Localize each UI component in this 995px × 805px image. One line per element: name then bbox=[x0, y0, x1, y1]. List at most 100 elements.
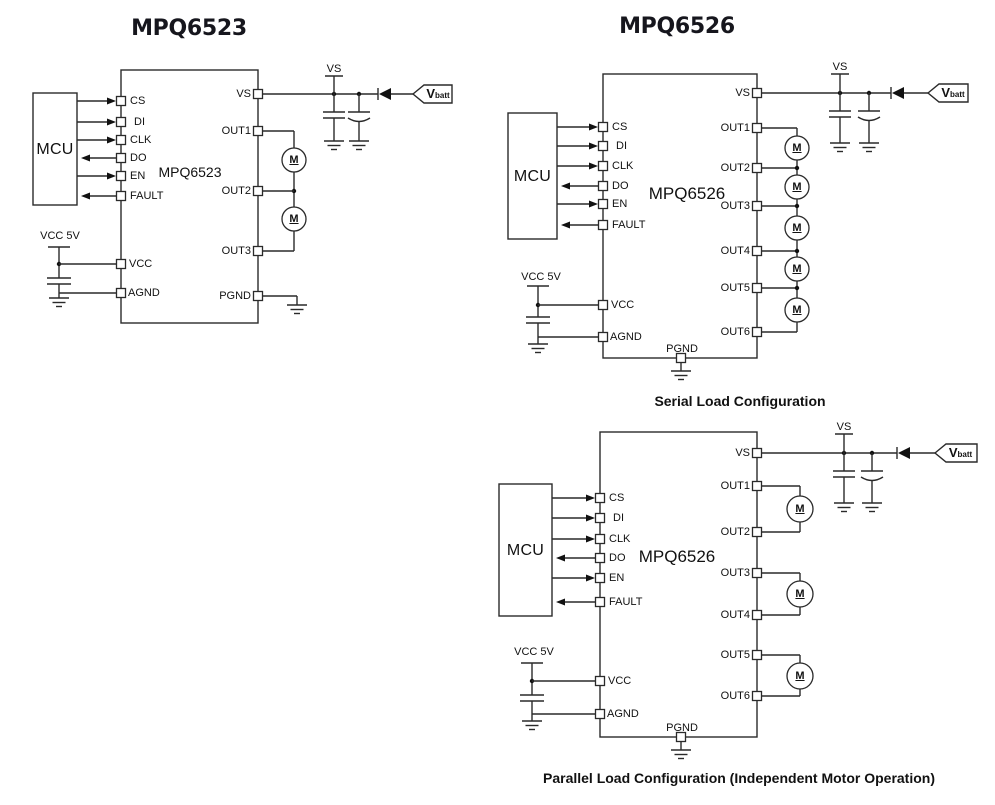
c3-pin-label-en: EN bbox=[609, 572, 625, 584]
c3-pin-label-out6: OUT6 bbox=[720, 690, 750, 702]
c3-pin-label-out5: OUT5 bbox=[720, 649, 750, 661]
c1-pin-label-pgnd: PGND bbox=[219, 290, 251, 302]
polarized-capacitor-icon bbox=[860, 453, 884, 503]
c3-motor-wiring bbox=[762, 485, 814, 697]
c1-pin-label-fault: FAULT bbox=[130, 190, 164, 202]
c3-signal-arrows bbox=[552, 494, 595, 606]
c3-motor1-label: M bbox=[795, 503, 805, 515]
capacitor-icon bbox=[47, 277, 71, 285]
c2-motor4-label: M bbox=[792, 263, 802, 275]
capacitor-icon bbox=[323, 94, 345, 141]
ground-icon bbox=[287, 304, 307, 315]
c2-pin-squares bbox=[597, 87, 763, 364]
c3-mcu-box bbox=[498, 483, 553, 617]
c3-mcu-label: MCU bbox=[506, 542, 545, 559]
c2-pin-label-out4: OUT4 bbox=[720, 245, 750, 257]
c2-vs-rail-label: VS bbox=[832, 61, 848, 73]
c2-pin-label-out3: OUT3 bbox=[720, 200, 750, 212]
vbatt-main: V bbox=[941, 85, 950, 100]
c3-pgnd-wiring bbox=[671, 741, 691, 760]
junction-dot bbox=[794, 203, 800, 209]
vbatt-main: V bbox=[948, 445, 958, 460]
ground-icon bbox=[671, 749, 691, 760]
ground-icon bbox=[349, 140, 369, 151]
c2-ic-outline bbox=[602, 73, 758, 359]
c2-pin-label-vcc: VCC bbox=[611, 299, 635, 311]
c2-vcc-rail-label: VCC 5V bbox=[521, 271, 561, 283]
c2-motor2-label: M bbox=[792, 181, 802, 193]
c3-vs-rail-label: VS bbox=[836, 421, 852, 433]
ground-icon bbox=[324, 140, 344, 151]
c3-vcc-rail bbox=[520, 662, 595, 731]
ground-icon bbox=[862, 502, 882, 513]
c3-pin-label-vcc: VCC bbox=[608, 675, 632, 687]
c1-pin-label-vs: VS bbox=[236, 88, 251, 100]
c2-vs-rail bbox=[762, 73, 969, 153]
c3-pin-label-do: DO bbox=[609, 552, 626, 564]
c2-motor-wiring bbox=[762, 127, 810, 333]
c1-mcu-label: MCU bbox=[36, 141, 74, 158]
ground-icon bbox=[49, 297, 69, 308]
c1-pin-label-cs: CS bbox=[130, 95, 146, 107]
c2-motor1-label: M bbox=[792, 142, 802, 154]
c1-pin-label-clk: CLK bbox=[130, 134, 152, 146]
c2-mcu-label: MCU bbox=[513, 168, 552, 185]
c3-pin-label-vs: VS bbox=[735, 447, 750, 459]
c3-vcc-rail-label: VCC 5V bbox=[514, 646, 554, 658]
c3-chip-label: MPQ6526 bbox=[638, 547, 716, 566]
ground-icon bbox=[830, 142, 850, 153]
junction-dot bbox=[794, 285, 800, 291]
ground-icon bbox=[859, 142, 879, 153]
c1-mcu-box bbox=[32, 92, 78, 206]
ground-icon bbox=[834, 502, 854, 513]
c3-pin-label-cs: CS bbox=[609, 492, 625, 504]
vbatt-flag bbox=[926, 83, 969, 103]
c2-pin-label-out6: OUT6 bbox=[720, 326, 750, 338]
c3-pin-label-fault: FAULT bbox=[609, 596, 643, 608]
c2-title: MPQ6526 bbox=[619, 14, 735, 39]
c2-pin-label-fault: FAULT bbox=[612, 219, 646, 231]
c2-vcc-rail bbox=[526, 285, 598, 354]
c1-chip-label: MPQ6523 bbox=[158, 164, 222, 180]
c1-pin-label-do: DO bbox=[130, 152, 147, 164]
c3-pin-label-clk: CLK bbox=[609, 533, 631, 545]
c2-pgnd-wiring bbox=[671, 362, 691, 381]
c3-pin-squares bbox=[594, 447, 763, 743]
diode-icon bbox=[377, 88, 413, 100]
c2-caption: Serial Load Configuration bbox=[654, 393, 826, 409]
vbatt-sub: batt bbox=[435, 91, 450, 100]
c3-motor2-label: M bbox=[795, 588, 805, 600]
vbatt-flag bbox=[933, 443, 978, 463]
c2-pin-label-agnd: AGND bbox=[610, 331, 642, 343]
c1-pin-label-en: EN bbox=[130, 170, 146, 182]
junction-dot bbox=[794, 248, 800, 254]
c3-pin-label-out1: OUT1 bbox=[720, 480, 750, 492]
c3-vs-rail bbox=[762, 433, 978, 513]
c1-vcc-rail bbox=[47, 246, 116, 308]
polarized-capacitor-icon bbox=[857, 93, 881, 143]
vbatt-sub: batt bbox=[957, 450, 973, 459]
c2-pin-label-clk: CLK bbox=[612, 160, 634, 172]
c1-vcc-rail-label: VCC 5V bbox=[40, 230, 80, 242]
capacitor-icon bbox=[829, 93, 851, 143]
c1-pin-label-out2: OUT2 bbox=[221, 185, 251, 197]
c2-pin-label-di: DI bbox=[616, 140, 627, 152]
c2-mcu-box bbox=[507, 112, 558, 240]
c1-signal-arrows bbox=[77, 97, 116, 200]
c2-pin-label-cs: CS bbox=[612, 121, 628, 133]
c3-motor3-label: M bbox=[795, 670, 805, 682]
vbatt-sub: batt bbox=[950, 90, 965, 99]
c1-pgnd-wiring bbox=[262, 295, 307, 315]
c1-vs-rail bbox=[262, 75, 453, 151]
c2-chip-label: MPQ6526 bbox=[648, 184, 726, 203]
c2-pin-label-out2: OUT2 bbox=[720, 162, 750, 174]
ground-icon bbox=[528, 343, 548, 354]
c2-signal-arrows bbox=[557, 123, 598, 229]
vbatt-flag bbox=[411, 84, 453, 104]
c3-caption: Parallel Load Configuration (Independent… bbox=[543, 770, 935, 786]
c3-pin-label-agnd: AGND bbox=[607, 708, 639, 720]
capacitor-icon bbox=[520, 694, 544, 702]
